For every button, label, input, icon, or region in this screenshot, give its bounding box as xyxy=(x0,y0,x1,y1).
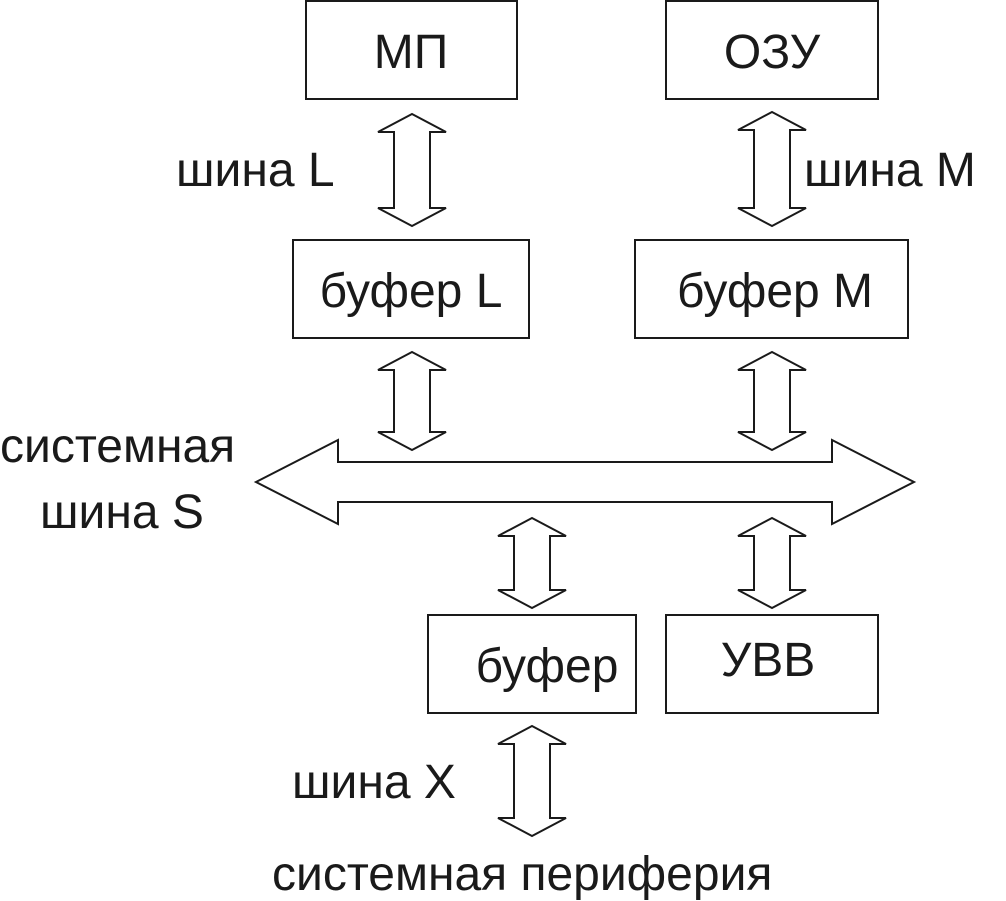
bus-l-arrow xyxy=(377,112,447,228)
bus-m-arrow xyxy=(737,110,807,228)
io-label: УВВ xyxy=(721,634,816,687)
mp-label: МП xyxy=(374,26,448,79)
buffer-m-link-arrow xyxy=(737,350,807,452)
bus-x-label: шина X xyxy=(292,756,456,809)
buffer-label: буфер xyxy=(476,640,619,693)
buffer-block: буфер xyxy=(427,614,637,714)
ram-label: ОЗУ xyxy=(724,26,821,79)
bus-l-label: шина L xyxy=(176,144,335,197)
io-link-arrow xyxy=(737,516,807,610)
buffer-m-label: буфер M xyxy=(677,265,873,318)
system-bus-arrow xyxy=(253,438,917,526)
bus-m-label: шина M xyxy=(804,144,976,197)
system-bus-label-line1: системная xyxy=(0,420,235,473)
buffer-link-arrow xyxy=(497,516,567,610)
system-bus-label-line2: шина S xyxy=(40,486,204,539)
buffer-l-block: буфер L xyxy=(292,239,530,339)
mp-block: МП xyxy=(305,0,518,100)
buffer-m-block: буфер M xyxy=(634,239,909,339)
buffer-l-link-arrow xyxy=(377,350,447,452)
io-block: УВВ xyxy=(665,614,879,714)
buffer-l-label: буфер L xyxy=(320,265,503,318)
bus-x-arrow xyxy=(497,724,567,838)
ram-block: ОЗУ xyxy=(665,0,879,100)
peripheral-label: системная периферия xyxy=(272,848,772,901)
